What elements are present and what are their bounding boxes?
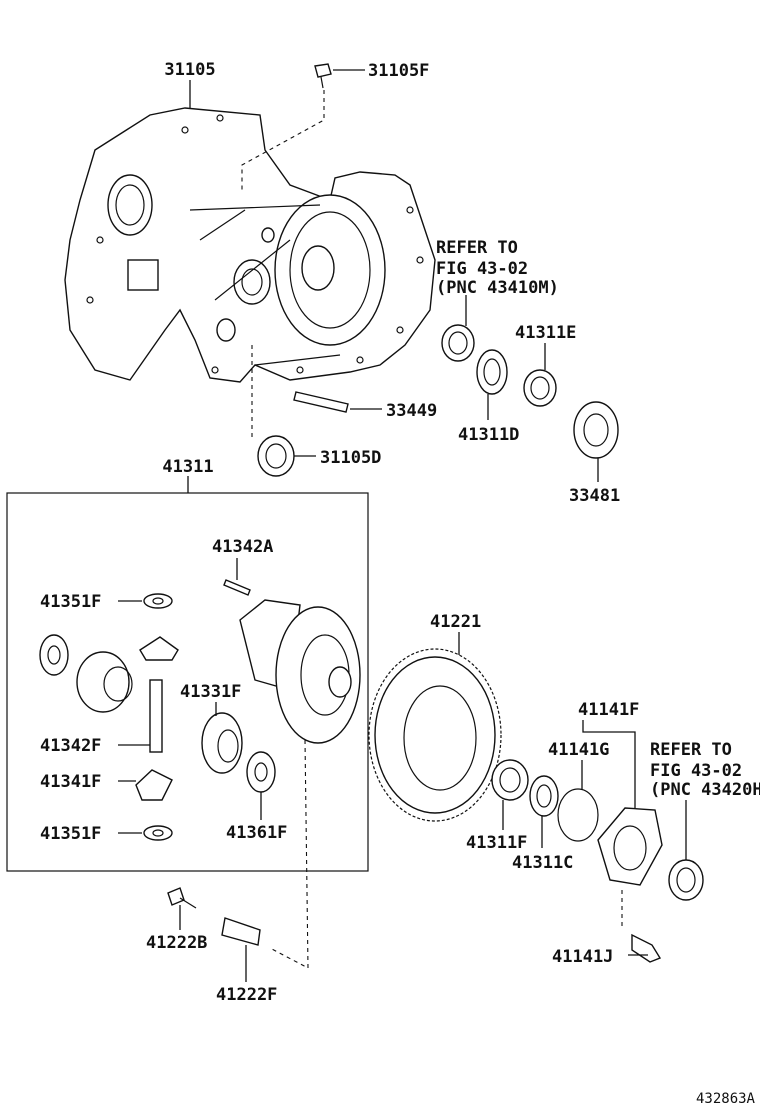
- plate-33449: [293, 391, 349, 413]
- ref1-line3: (PNC 43410M): [436, 278, 559, 298]
- shim-41311c: [529, 775, 559, 817]
- label-41311e: 41311E: [515, 323, 576, 343]
- pinion-41341f: [135, 769, 173, 801]
- label-31105f: 31105F: [368, 61, 429, 81]
- guide-31105f: [241, 90, 325, 190]
- pinion-gear-top: [139, 636, 179, 661]
- label-33481: 33481: [569, 486, 620, 506]
- label-41341f: 41341F: [40, 772, 101, 792]
- oring-41141g: [557, 788, 599, 842]
- seal-31105d: [257, 435, 295, 477]
- washer-41351f-top: [143, 593, 173, 609]
- diagram-code: 432863A: [696, 1091, 756, 1107]
- label-41141j: 41141J: [552, 947, 613, 967]
- label-41311f: 41311F: [466, 833, 527, 853]
- washer-41361f: [246, 751, 276, 793]
- washer-side-gear: [39, 634, 69, 676]
- bolt-41222b: [167, 887, 197, 909]
- bolt-31105f: [314, 63, 332, 89]
- shaft-41342f: [149, 679, 163, 753]
- retainer-41141f: [597, 807, 663, 886]
- label-31105: 31105: [164, 60, 215, 80]
- label-41361f: 41361F: [226, 823, 287, 843]
- bearing-ref-43410m: [441, 324, 475, 362]
- ref2-line2: FIG 43-02: [650, 761, 742, 781]
- label-41351f-top: 41351F: [40, 592, 101, 612]
- side-gear-left: [76, 651, 133, 713]
- label-33449: 33449: [386, 401, 437, 421]
- shim-41311d: [476, 349, 508, 395]
- leader-41141f: [582, 720, 636, 808]
- label-41351f-bottom: 41351F: [40, 824, 101, 844]
- label-41311c: 41311C: [512, 853, 573, 873]
- seal-ref-43420h: [668, 859, 704, 901]
- lockplate-41222f: [221, 917, 261, 946]
- ref1-line1: REFER TO: [436, 238, 518, 258]
- transaxle-case: [64, 107, 436, 383]
- label-31105d: 31105D: [320, 448, 381, 468]
- label-41141f: 41141F: [578, 700, 639, 720]
- guide-41222f: [269, 739, 309, 969]
- ring-gear-41221: [368, 648, 502, 822]
- race-41311e: [523, 369, 557, 407]
- label-41221: 41221: [430, 612, 481, 632]
- label-41342f: 41342F: [40, 736, 101, 756]
- label-41222f: 41222F: [216, 985, 277, 1005]
- ref1-line2: FIG 43-02: [436, 259, 528, 279]
- label-41311d: 41311D: [458, 425, 519, 445]
- seal-33481: [573, 401, 619, 459]
- label-41342a: 41342A: [212, 537, 273, 557]
- label-41311: 41311: [162, 457, 213, 477]
- label-41331f: 41331F: [180, 682, 241, 702]
- pin-41342a: [223, 579, 251, 596]
- differential-case: [239, 599, 361, 744]
- ref2-line1: REFER TO: [650, 740, 732, 760]
- side-gear-41331f: [201, 712, 243, 774]
- bearing-41311f: [491, 759, 529, 801]
- bolt-41141j: [631, 933, 662, 963]
- ref2-line3: (PNC 43420H): [650, 780, 760, 800]
- washer-41351f-bottom: [143, 825, 173, 841]
- label-41141g: 41141G: [548, 740, 609, 760]
- label-41222b: 41222B: [146, 933, 207, 953]
